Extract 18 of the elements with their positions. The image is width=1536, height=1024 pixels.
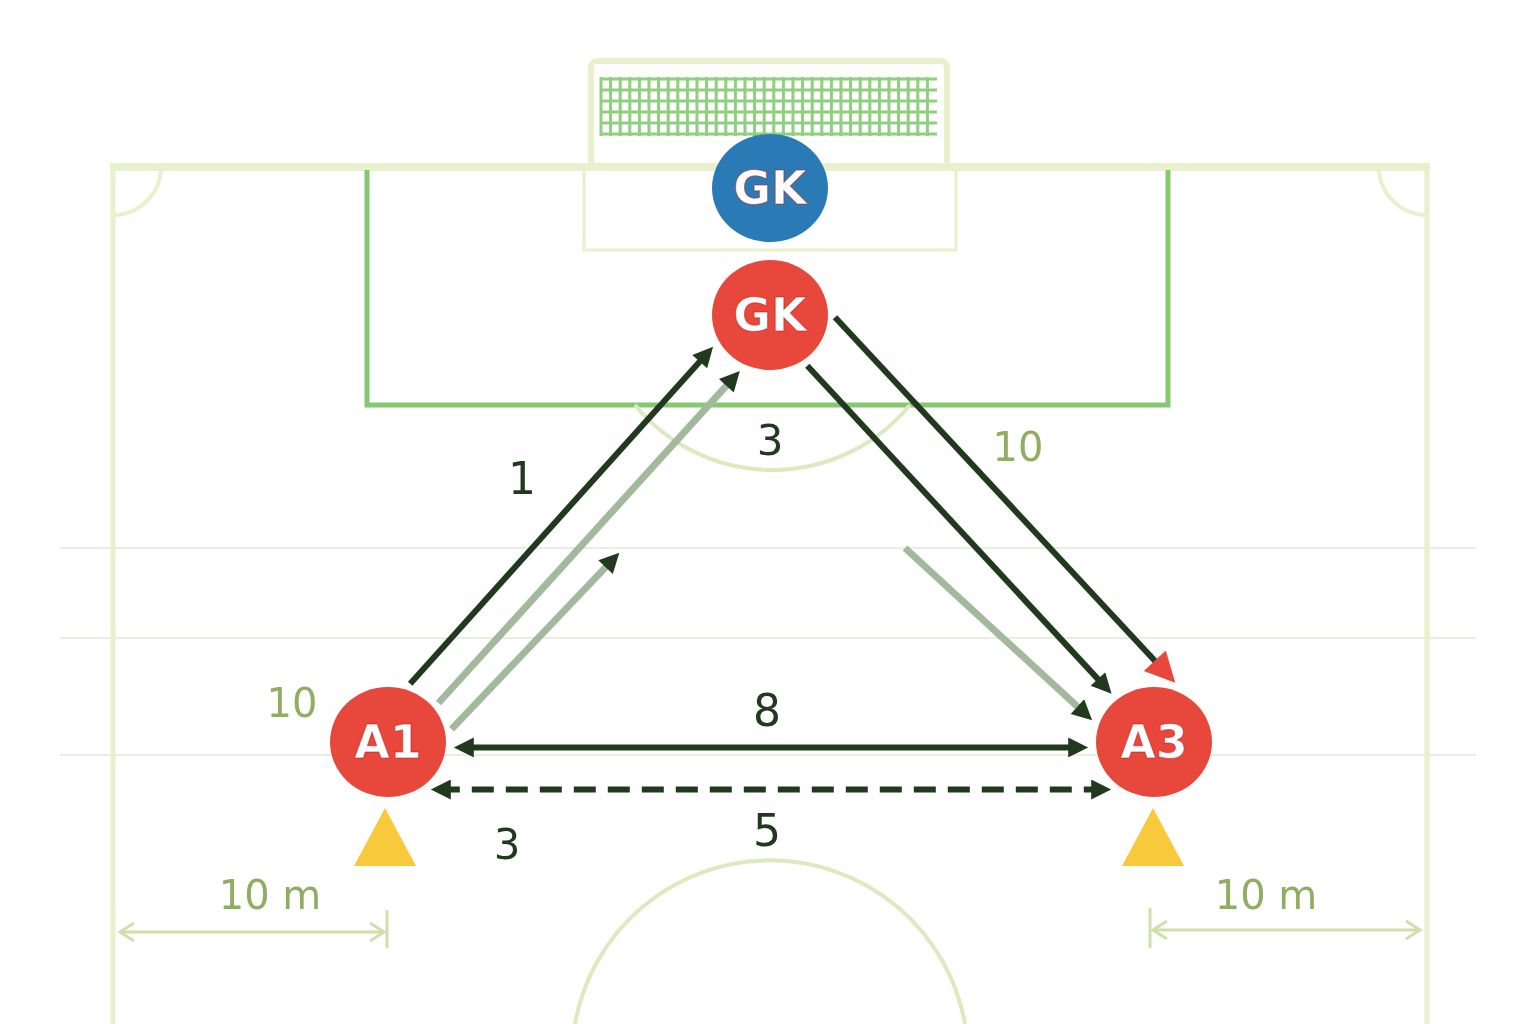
player-label: GK (733, 165, 807, 211)
number-label: 3 (493, 824, 521, 866)
arrow (449, 552, 620, 732)
arrow (902, 545, 1093, 721)
player-label: A1 (354, 719, 422, 765)
player-label: GK (733, 292, 807, 338)
arrow (435, 371, 740, 706)
arrow (805, 363, 1112, 694)
double-arrow (453, 737, 1089, 758)
number-label: 10 (992, 427, 1044, 467)
arrow (832, 315, 1176, 683)
dimension-label: 10 m (218, 875, 322, 915)
player-label: A3 (1120, 719, 1188, 765)
arrow (407, 346, 714, 686)
number-label: 3 (756, 420, 784, 462)
dimension-label: 10 m (1214, 875, 1318, 915)
number-label: 10 (266, 683, 318, 723)
dashed-double-arrow (430, 779, 1112, 800)
